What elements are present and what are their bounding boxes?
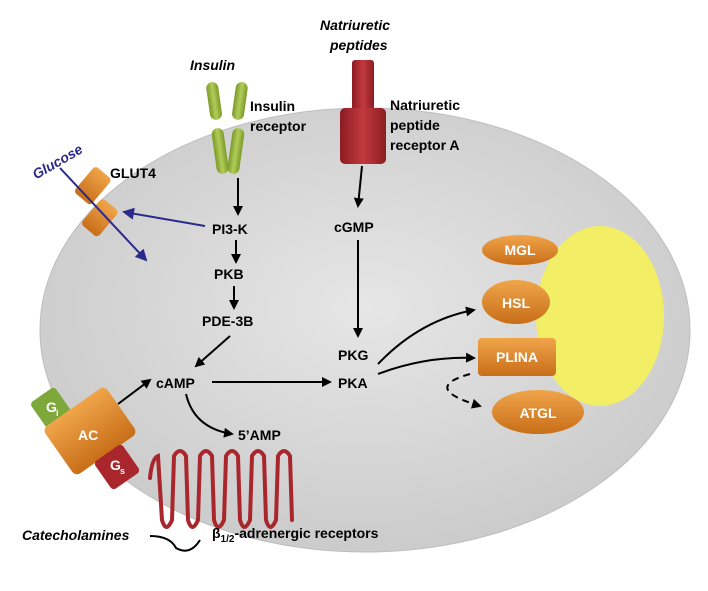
atgl-enzyme: ATGL	[492, 390, 584, 434]
5amp-label: 5’AMP	[238, 427, 281, 443]
svg-text:PLINA: PLINA	[496, 349, 538, 365]
svg-text:i: i	[56, 408, 59, 418]
pka-label: PKA	[338, 375, 368, 391]
cgmp-label: cGMP	[334, 219, 374, 235]
plina-protein: PLINA	[478, 338, 556, 376]
svg-text:s: s	[120, 466, 125, 476]
pde3b-to-camp-arrow	[194, 335, 231, 368]
glucose-transport-arrow	[59, 167, 148, 262]
pkb-label: PKB	[214, 266, 244, 282]
pi3k-label: PI3-K	[212, 221, 248, 237]
gs-protein: G s	[94, 444, 140, 490]
beta-adrenergic-receptor-icon	[148, 449, 294, 529]
svg-text:ATGL: ATGL	[519, 405, 557, 421]
pkg-label: PKG	[338, 347, 368, 363]
insulin-receptor-icon	[206, 82, 248, 174]
catecholamines-label: Catecholamines	[22, 527, 130, 543]
pka-to-plina-arrow	[377, 352, 476, 375]
svg-text:AC: AC	[78, 427, 98, 443]
glut4-label: GLUT4	[110, 165, 156, 181]
natriuretic-peptides-label-line2: peptides	[329, 37, 388, 53]
glucose-label: Glucose	[29, 141, 85, 183]
npra-label-line2: peptide	[390, 117, 440, 133]
insulin-receptor-label-line1: Insulin	[250, 98, 295, 114]
mgl-enzyme: MGL	[482, 235, 558, 265]
pde3b-label: PDE-3B	[202, 313, 253, 329]
hsl-enzyme: HSL	[482, 280, 550, 324]
svg-text:MGL: MGL	[504, 242, 536, 258]
insulin-label: Insulin	[190, 57, 235, 73]
svg-text:G: G	[110, 457, 121, 473]
catecholamine-binding-line	[149, 535, 201, 552]
beta-adrenergic-receptors-label: β1/2-adrenergic receptors	[212, 525, 379, 545]
svg-text:HSL: HSL	[502, 295, 530, 311]
natriuretic-peptide-receptor-icon	[340, 60, 386, 164]
plina-to-atgl-dashed-arrow	[446, 373, 482, 409]
svg-text:G: G	[46, 399, 57, 415]
camp-to-5amp-arrow	[185, 393, 234, 438]
natriuretic-peptides-label-line1: Natriuretic	[320, 17, 390, 33]
lipid-droplet	[536, 226, 664, 406]
npra-label-line3: receptor A	[390, 137, 460, 153]
adenylyl-cyclase: AC	[44, 387, 136, 475]
ac-to-camp-arrow	[117, 378, 152, 405]
npra-label-line1: Natriuretic	[390, 97, 460, 113]
insulin-receptor-label-line2: receptor	[250, 118, 307, 134]
camp-label: cAMP	[156, 375, 195, 391]
pi3k-to-glut4-arrow	[122, 207, 206, 227]
pka-to-hsl-arrow	[377, 306, 476, 365]
npra-to-cgmp-arrow	[353, 165, 364, 208]
